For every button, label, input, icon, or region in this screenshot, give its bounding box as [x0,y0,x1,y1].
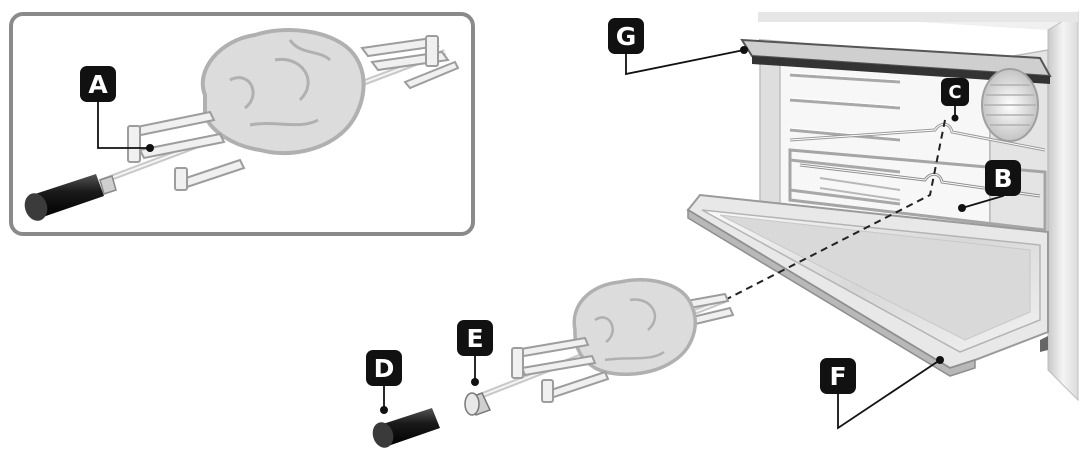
convection-fan-cover [981,68,1039,142]
leader-lines [97,49,1004,430]
callout-f: F [820,358,856,394]
oven [686,11,1079,402]
callout-d: D [366,350,402,386]
callout-c: C [941,78,969,106]
leader-dots [146,46,966,414]
callout-g: G [608,18,644,54]
callout-e: E [457,320,493,356]
callout-a: A [80,66,116,102]
front-fork [511,336,610,403]
drip-tray [686,193,1049,377]
wire-rack [788,148,1047,232]
spit-handle [372,408,440,448]
inset-handle [24,174,117,221]
callout-b: B [985,160,1021,196]
inset-front-fork [127,110,246,191]
locking-screw [464,392,492,416]
inset-chicken [200,28,366,155]
insertion-path [724,119,946,301]
inset-rear-fork [360,35,460,90]
chicken [572,278,697,376]
